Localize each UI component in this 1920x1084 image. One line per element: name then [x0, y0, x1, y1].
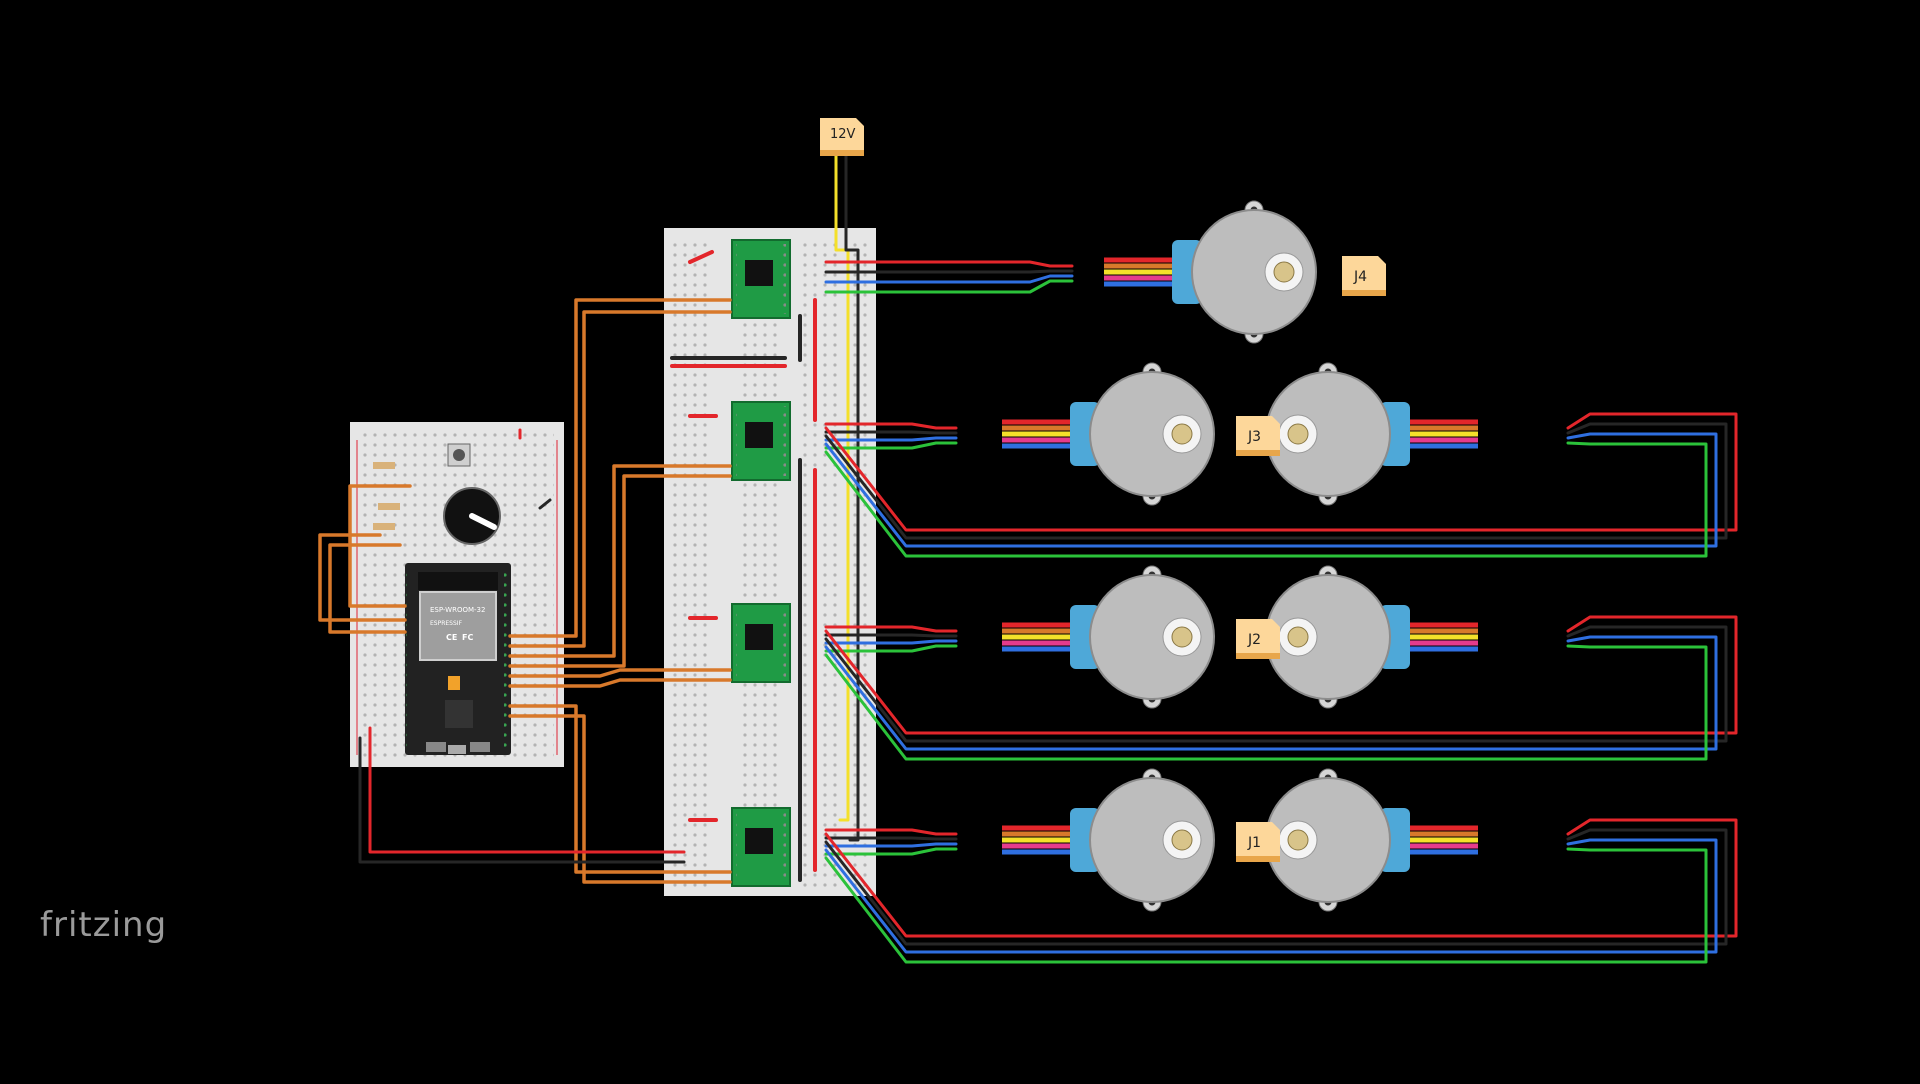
- wire: [824, 274, 1074, 284]
- wire: [824, 279, 1074, 294]
- wire: [824, 635, 1718, 751]
- wire: [348, 484, 412, 608]
- wires: [318, 154, 1738, 964]
- wire: [824, 847, 1708, 964]
- stepper-driver: [731, 807, 791, 887]
- wire: [824, 422, 958, 430]
- wire: [508, 464, 732, 658]
- wire: [824, 412, 1738, 532]
- wire: [824, 644, 958, 653]
- chip-ce-mark: CE: [446, 633, 457, 642]
- chip-fc-mark: FC: [462, 633, 473, 642]
- wire: [824, 828, 1728, 946]
- wire: [824, 818, 1738, 938]
- potentiometer: [443, 487, 501, 545]
- wire: [508, 474, 732, 668]
- wire: [824, 430, 958, 435]
- connector-label-text: J4: [1353, 269, 1367, 285]
- stepper-motor: [1002, 768, 1215, 912]
- wire: [368, 726, 686, 854]
- wire: [824, 644, 1708, 761]
- wire: [508, 678, 732, 688]
- wire: [824, 847, 958, 856]
- wire: [824, 615, 1738, 735]
- wire: [824, 625, 1728, 743]
- chip-model-text: ESP-WROOM-32: [430, 606, 485, 614]
- stepper-driver: [731, 239, 791, 319]
- stepper-motor: [1265, 768, 1478, 912]
- connector-label-j4: J4: [1342, 256, 1386, 296]
- wire: [824, 436, 958, 442]
- wire: [824, 422, 1728, 540]
- wire: [824, 838, 1718, 954]
- push-button: [447, 443, 471, 467]
- connector-label-text: J3: [1247, 429, 1261, 445]
- wire: [824, 633, 958, 638]
- stepper-drivers: [731, 239, 791, 887]
- wire: [688, 250, 714, 264]
- power-label: 12V: [820, 118, 864, 156]
- wire: [358, 736, 686, 864]
- wire: [508, 298, 732, 638]
- wire: [328, 543, 407, 634]
- wire: [844, 154, 860, 842]
- wire: [824, 260, 1074, 268]
- wire: [508, 704, 732, 874]
- wire: [824, 828, 958, 836]
- stepper-motor: [1265, 362, 1478, 506]
- wire: [508, 668, 732, 678]
- wire: [824, 432, 1718, 548]
- wire: [824, 625, 958, 633]
- chip-brand-text: ESPRESSIF: [430, 620, 463, 627]
- wire: [508, 714, 732, 884]
- stepper-motor: [1002, 362, 1215, 506]
- stepper-motor: [1002, 565, 1215, 709]
- connector-label-text: J2: [1247, 632, 1261, 648]
- wire: [824, 269, 1074, 274]
- wire: [824, 441, 958, 450]
- esp32-board: ESP-WROOM-32 ESPRESSIF CE FC: [405, 563, 511, 755]
- connector-label-j2: J2: [1236, 619, 1280, 659]
- connector-label-text: J1: [1247, 835, 1261, 851]
- large-breadboard: [664, 228, 876, 896]
- power-label-text: 12V: [830, 127, 856, 142]
- fritzing-logo: fritzing: [40, 905, 168, 945]
- wire: [824, 842, 958, 848]
- wire: [824, 639, 958, 645]
- stepper-motor: [1104, 200, 1317, 344]
- stepper-driver: [731, 603, 791, 683]
- stepper-motor: [1265, 565, 1478, 709]
- wire: [538, 498, 552, 510]
- wire: [508, 310, 732, 648]
- resistors: [373, 462, 400, 530]
- wire: [824, 441, 1708, 558]
- connector-label-j1: J1: [1236, 822, 1280, 862]
- connector-label-j3: J3: [1236, 416, 1280, 456]
- stepper-driver: [731, 401, 791, 481]
- wire: [824, 836, 958, 841]
